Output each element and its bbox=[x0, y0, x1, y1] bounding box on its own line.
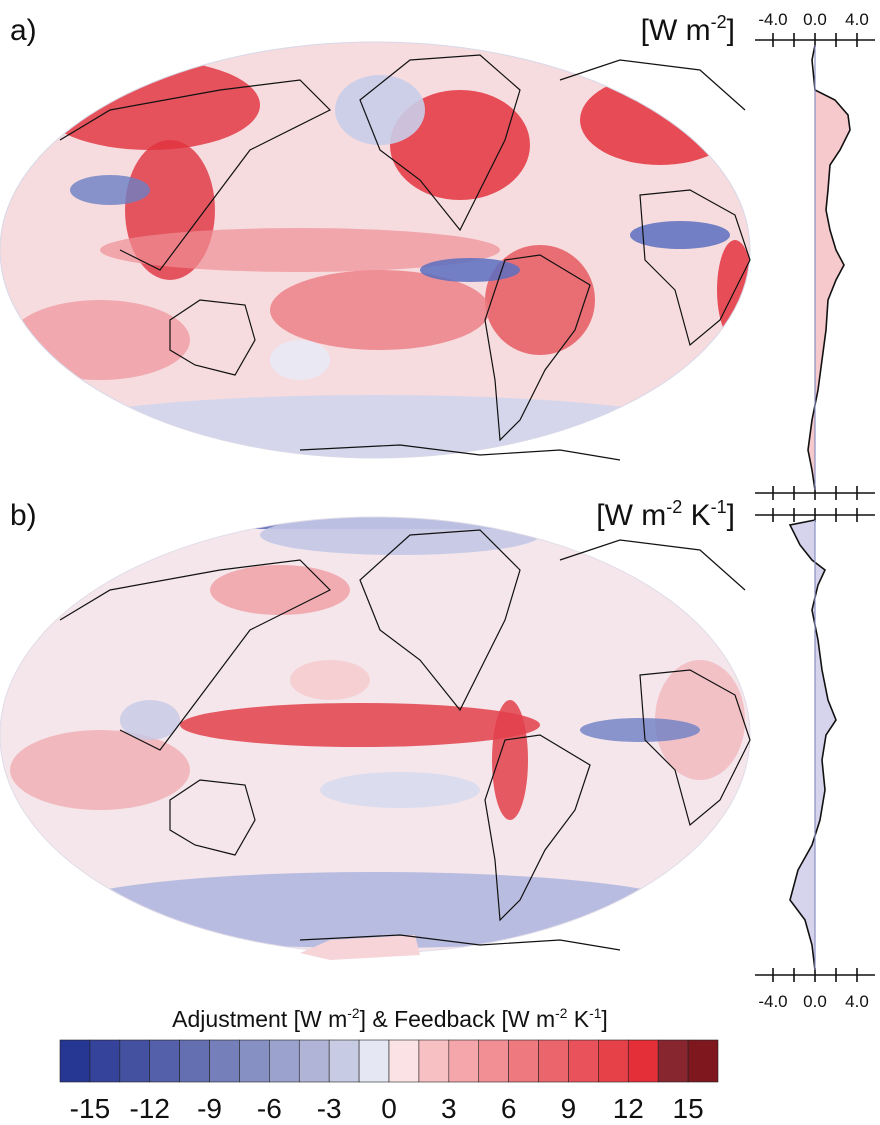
profile-b-tick-neg: -4.0 bbox=[758, 992, 787, 1011]
colorbar-cell bbox=[269, 1039, 300, 1083]
zonal-profile-b: -4.0 0.0 4.0 bbox=[755, 508, 875, 1011]
colorbar-cell bbox=[298, 1039, 330, 1083]
colorbar-tick-label: 6 bbox=[501, 1093, 517, 1124]
map-panel-a bbox=[0, 41, 751, 461]
colorbar-tick-label: 3 bbox=[441, 1093, 457, 1124]
colorbar-cell bbox=[538, 1039, 569, 1083]
colorbar-cell bbox=[328, 1039, 360, 1083]
colorbar-tick-label: 9 bbox=[561, 1093, 577, 1124]
map-panel-b bbox=[0, 516, 751, 960]
colorbar-cell bbox=[627, 1039, 659, 1083]
colorbar-tick-label: -3 bbox=[317, 1093, 342, 1124]
profile-b-tick-pos: 4.0 bbox=[845, 992, 869, 1011]
profile-a-tick-pos: 4.0 bbox=[845, 10, 869, 29]
colorbar-cell bbox=[657, 1039, 689, 1083]
colorbar-tick-label: 12 bbox=[613, 1093, 644, 1124]
colorbar-tick-label: 0 bbox=[381, 1093, 397, 1124]
colorbar-tick-label: -15 bbox=[70, 1093, 110, 1124]
colorbar-tick-label: -12 bbox=[129, 1093, 169, 1124]
profile-a-tick-zero: 0.0 bbox=[803, 10, 827, 29]
panel-a-unit: [W m-2] bbox=[641, 12, 735, 47]
colorbar-cell bbox=[209, 1039, 240, 1083]
profile-b-tick-zero: 0.0 bbox=[803, 992, 827, 1011]
colorbar-tick-label: -6 bbox=[257, 1093, 282, 1124]
colorbar-cell bbox=[598, 1039, 629, 1083]
colorbar-title: Adjustment [W m-2] & Feedback [W m-2 K-1… bbox=[172, 1006, 608, 1032]
colorbar-tick-label: 15 bbox=[673, 1093, 704, 1124]
colorbar-cell bbox=[358, 1039, 390, 1083]
colorbar-cell bbox=[508, 1039, 539, 1083]
colorbar-cell bbox=[149, 1039, 180, 1083]
colorbar-tick-labels: -15 -12 -9 -6 -3 0 3 6 9 12 15 bbox=[70, 1093, 704, 1124]
colorbar-cell bbox=[478, 1039, 509, 1083]
profile-a-tick-neg: -4.0 bbox=[758, 10, 787, 29]
panel-b-unit: [W m-2 K-1] bbox=[596, 497, 735, 532]
colorbar-cell bbox=[568, 1039, 599, 1083]
colorbar bbox=[59, 1039, 719, 1083]
colorbar-cell bbox=[179, 1039, 210, 1083]
colorbar-cell bbox=[119, 1039, 151, 1083]
colorbar-cell bbox=[388, 1039, 420, 1083]
zonal-profile-a: -4.0 0.0 4.0 bbox=[755, 10, 875, 500]
colorbar-cell bbox=[448, 1039, 480, 1083]
panel-b-label: b) bbox=[10, 499, 37, 532]
panel-a-label: a) bbox=[10, 14, 37, 47]
colorbar-cell bbox=[89, 1039, 121, 1083]
colorbar-cell bbox=[418, 1039, 450, 1083]
colorbar-cell bbox=[687, 1039, 719, 1083]
colorbar-tick-label: -9 bbox=[197, 1093, 222, 1124]
colorbar-cell bbox=[239, 1039, 270, 1083]
colorbar-cell bbox=[59, 1039, 91, 1083]
